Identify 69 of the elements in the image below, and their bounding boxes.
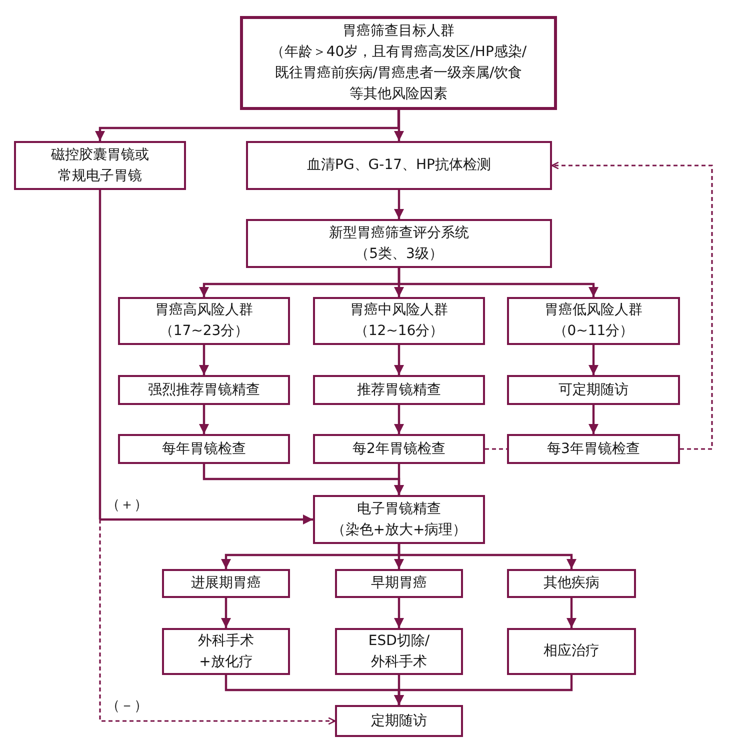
process-box (246, 219, 552, 268)
node-title: 每年胃镜检查 (162, 440, 246, 458)
node-title: 强烈推荐胃镜精查 (148, 380, 260, 400)
arrow (566, 598, 576, 628)
process-box (162, 569, 290, 598)
node-detail: （5类、3级） (355, 244, 443, 264)
arrow (394, 345, 404, 375)
process-box (507, 297, 680, 345)
process-box (240, 16, 557, 110)
node-title: 推荐胃镜精查 (357, 380, 441, 400)
process-box (507, 375, 680, 405)
node-title: 外科手术+放化疗 (196, 632, 255, 672)
node-detail: （12~16分） (354, 322, 444, 341)
node-detail: （17~23分） (159, 322, 249, 341)
node-title: 进展期胃癌 (191, 574, 261, 593)
node-title: 血清PG、G-17、HP抗体检测 (307, 156, 491, 175)
process-box (507, 434, 680, 464)
process-box (507, 628, 636, 675)
arrow (394, 675, 573, 705)
node-title: 新型胃癌筛查评分系统 (329, 224, 469, 242)
process-box (507, 569, 636, 598)
node-title: 每3年胃镜检查 (547, 440, 640, 458)
process-box (246, 141, 552, 190)
node-title: 胃癌中风险人群 (350, 301, 448, 320)
process-box (14, 141, 186, 190)
arrow (588, 405, 598, 434)
arrow (95, 110, 400, 141)
arrow (199, 405, 209, 434)
arrow (398, 268, 598, 297)
process-box (118, 297, 290, 345)
arrow (394, 190, 404, 219)
arrow (394, 464, 404, 495)
process-box (313, 495, 485, 544)
process-box (313, 434, 485, 464)
node-title: 定期随访 (371, 712, 427, 730)
node-title: 可定期随访 (558, 380, 628, 400)
node-title: ESD切除/外科手术 (367, 632, 431, 672)
dashed-line (485, 448, 507, 450)
arrow (394, 110, 404, 141)
node-title: 其他疾病 (544, 574, 600, 593)
node-title: 磁控胶囊胃镜或常规电子胃镜 (50, 146, 150, 186)
dashed-arrow (99, 520, 336, 725)
dashed-arrow (551, 162, 713, 450)
process-box (118, 375, 290, 405)
process-box (335, 705, 463, 737)
arrow (394, 598, 404, 628)
node-title: 相应治疗 (544, 642, 600, 661)
process-box (313, 297, 485, 345)
arrow (588, 345, 598, 375)
arrow (100, 514, 313, 524)
node-title: 胃癌低风险人群 (544, 301, 642, 320)
node-title: 胃癌筛查目标人群 (342, 22, 454, 41)
connector-line (98, 190, 102, 520)
process-box (162, 628, 290, 675)
node-title: 早期胃癌 (371, 574, 427, 593)
arrow (398, 544, 576, 569)
arrow (394, 405, 404, 434)
arrow (221, 598, 231, 628)
node-detail: （年龄＞40岁，且有胃癌高发区/HP感染/既往胃癌前疾病/胃癌患者一级亲属/饮食等其他风险因素 (269, 43, 528, 104)
process-box (335, 628, 463, 675)
node-detail: （染色+放大+病理） (331, 520, 467, 540)
process-box (335, 569, 463, 598)
node-title: 电子胃镜精查 (357, 500, 441, 518)
arrow (199, 345, 209, 375)
node-title: 每2年胃镜检查 (352, 440, 446, 458)
node-detail: （0~11分） (553, 322, 634, 341)
node-title: 胃癌高风险人群 (155, 301, 253, 320)
process-box (118, 434, 290, 464)
process-box (313, 375, 485, 405)
